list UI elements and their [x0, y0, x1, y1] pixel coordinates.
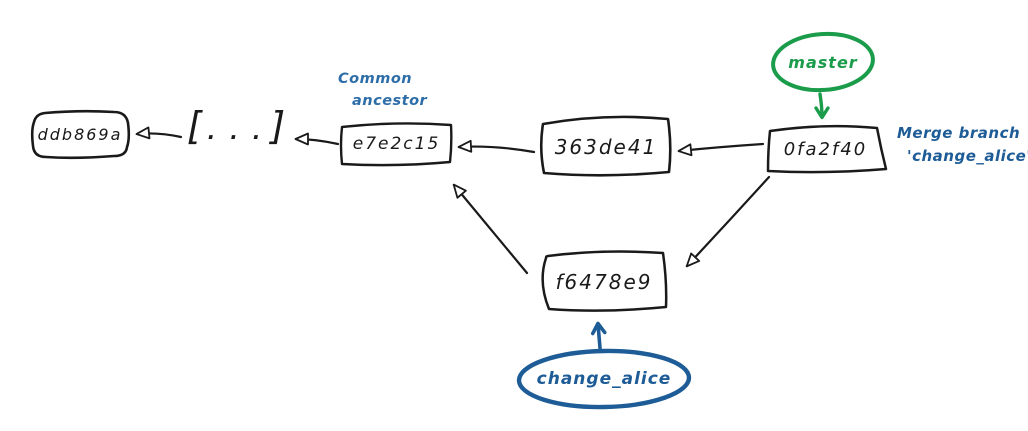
- commit-hash-f6478e9: f6478e9: [555, 270, 653, 294]
- arrow-0fa2f40-to-363de41: [677, 142, 765, 157]
- commit-box-e7e2c15: [339, 122, 453, 167]
- master-branch-label: master: [788, 52, 858, 72]
- commit-box-0fa2f40: [766, 124, 888, 174]
- commit-hash-363de41: 363de41: [554, 134, 658, 159]
- commit-box-363de41: [539, 115, 672, 177]
- common-ancestor-line2: ancestor: [352, 92, 428, 109]
- commit-hash-ddb869a: ddb869a: [37, 125, 123, 144]
- common-ancestor-annotation: Common ancestor: [338, 69, 427, 113]
- common-ancestor-line1: Common: [338, 71, 413, 87]
- merge-branch-annotation: Merge branch 'change_alice': [897, 122, 1028, 167]
- ellipsis-open-bracket: [: [186, 104, 202, 148]
- master-pointer-arrow: [814, 92, 830, 120]
- ellipsis-dots: . . .: [207, 120, 265, 144]
- arrow-ellipsis-to-ddb869a: [135, 126, 183, 140]
- commit-hash-e7e2c15: e7e2c15: [352, 134, 441, 154]
- change-alice-branch-ellipse: [516, 348, 692, 410]
- change-alice-branch-label: change_alice: [536, 369, 672, 389]
- change-alice-pointer-arrow: [590, 321, 607, 350]
- ellipsis-close-bracket: ]: [270, 104, 286, 148]
- commit-box-f6478e9: [541, 250, 668, 312]
- arrow-0fa2f40-to-f6478e9: [685, 175, 771, 268]
- arrow-363de41-to-e7e2c15: [457, 139, 536, 154]
- commit-box-ddb869a: [30, 109, 131, 160]
- commit-hash-0fa2f40: 0fa2f40: [783, 139, 868, 160]
- merge-note-line1: Merge branch: [897, 124, 1021, 142]
- arrow-f6478e9-to-e7e2c15: [452, 183, 529, 275]
- master-branch-ellipse: [771, 31, 875, 93]
- older-commits-ellipsis-node: [ . . . ]: [185, 104, 287, 162]
- merge-note-line2: 'change_alice': [907, 146, 1028, 165]
- arrow-e7e2c15-to-ellipsis: [294, 132, 340, 146]
